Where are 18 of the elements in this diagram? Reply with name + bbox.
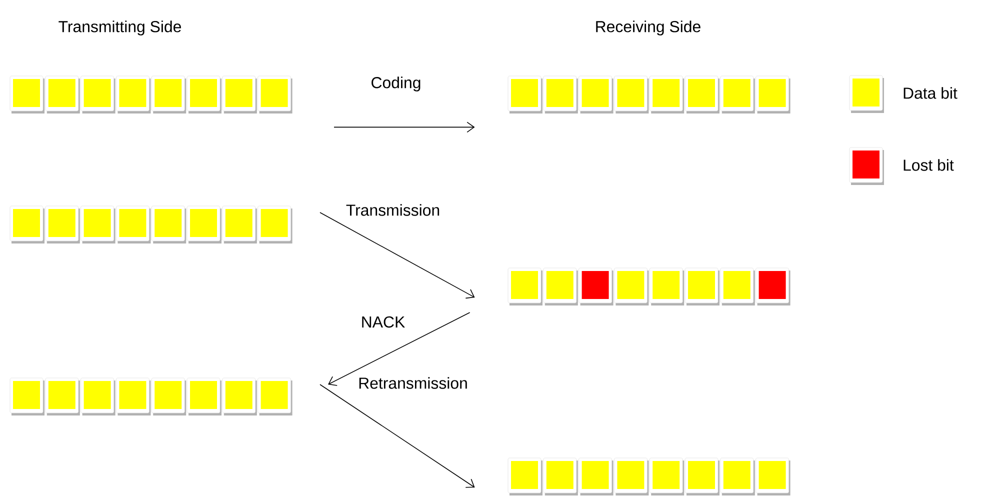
arrow bbox=[320, 212, 475, 299]
bit-row bbox=[508, 76, 790, 114]
bit-row bbox=[10, 206, 292, 244]
side-heading: Receiving Side bbox=[596, 20, 700, 36]
arrow bbox=[328, 312, 470, 386]
side-heading: Transmitting Side bbox=[58, 20, 181, 36]
edge-label: NACK bbox=[362, 316, 405, 328]
bit-row bbox=[508, 268, 790, 306]
arrow bbox=[334, 122, 475, 133]
arrow bbox=[320, 384, 475, 488]
bit-row bbox=[508, 458, 790, 496]
edge-label: Retransmission bbox=[359, 377, 467, 389]
legend-label: Lost bit bbox=[904, 159, 954, 171]
legend-label: Data bit bbox=[904, 87, 958, 99]
bit-row bbox=[10, 378, 292, 416]
bit-row bbox=[10, 76, 292, 114]
edge-label: Coding bbox=[372, 76, 420, 92]
edge-label: Transmission bbox=[346, 204, 440, 216]
